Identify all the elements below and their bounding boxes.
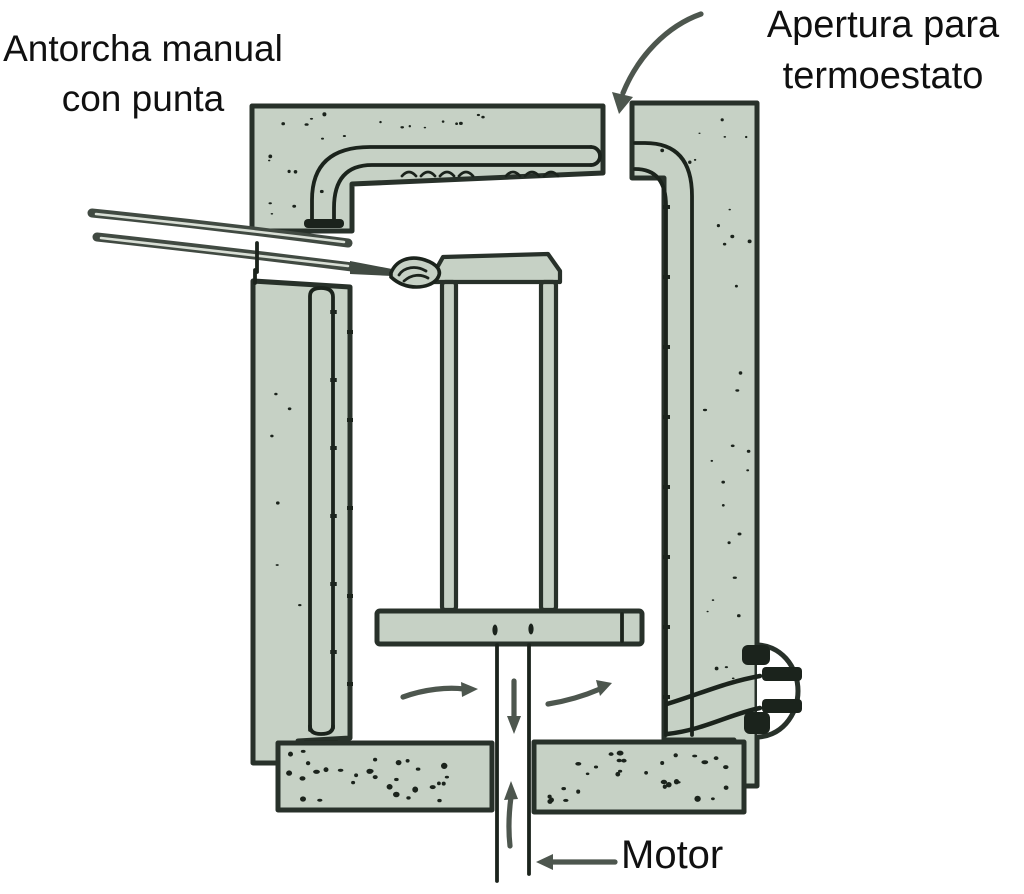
heating-element-liner-left [308,286,335,732]
element-terminals [664,642,802,740]
thermostat-aperture-arrow [612,11,704,114]
crucible [426,251,563,613]
heating-element-ticks-ceiling [400,170,475,178]
airflow-arrow-left [400,682,478,700]
terminal-prong-top [762,667,802,681]
airflow-arrow-down [507,678,521,734]
motor-arrow [536,854,618,870]
label-aperture-line2: termoestato [782,55,984,97]
label-thermostat-aperture: Apertura para termoestato [750,0,1016,102]
label-motor: Motor [621,833,724,877]
terminal-prong-bottom [762,699,802,713]
label-aperture-line1: Apertura para [766,4,1000,46]
kiln-left-wall [250,268,353,766]
airflow-arrow-right [545,680,612,707]
kiln-right-wall [629,100,760,789]
torch-flame [389,256,442,289]
crucible-left-wall [439,279,459,613]
crucible-right-wall [538,279,559,613]
base-block-right [531,739,747,815]
crucible-top [426,251,563,285]
base-block-left [275,740,495,813]
element-lead-wire [664,673,763,707]
label-torch: Antorcha manual con punta [2,24,284,124]
fan-plate [374,608,645,647]
airflow-arrow-up [504,781,518,849]
heating-element-liner-right [633,141,694,737]
hand-torch [87,208,442,289]
kiln-lid [249,103,606,234]
motor-shaft [495,643,531,883]
torch-tip [350,261,392,276]
label-torch-line1: Antorcha manual [3,28,283,69]
label-torch-line2: con punta [61,78,225,119]
